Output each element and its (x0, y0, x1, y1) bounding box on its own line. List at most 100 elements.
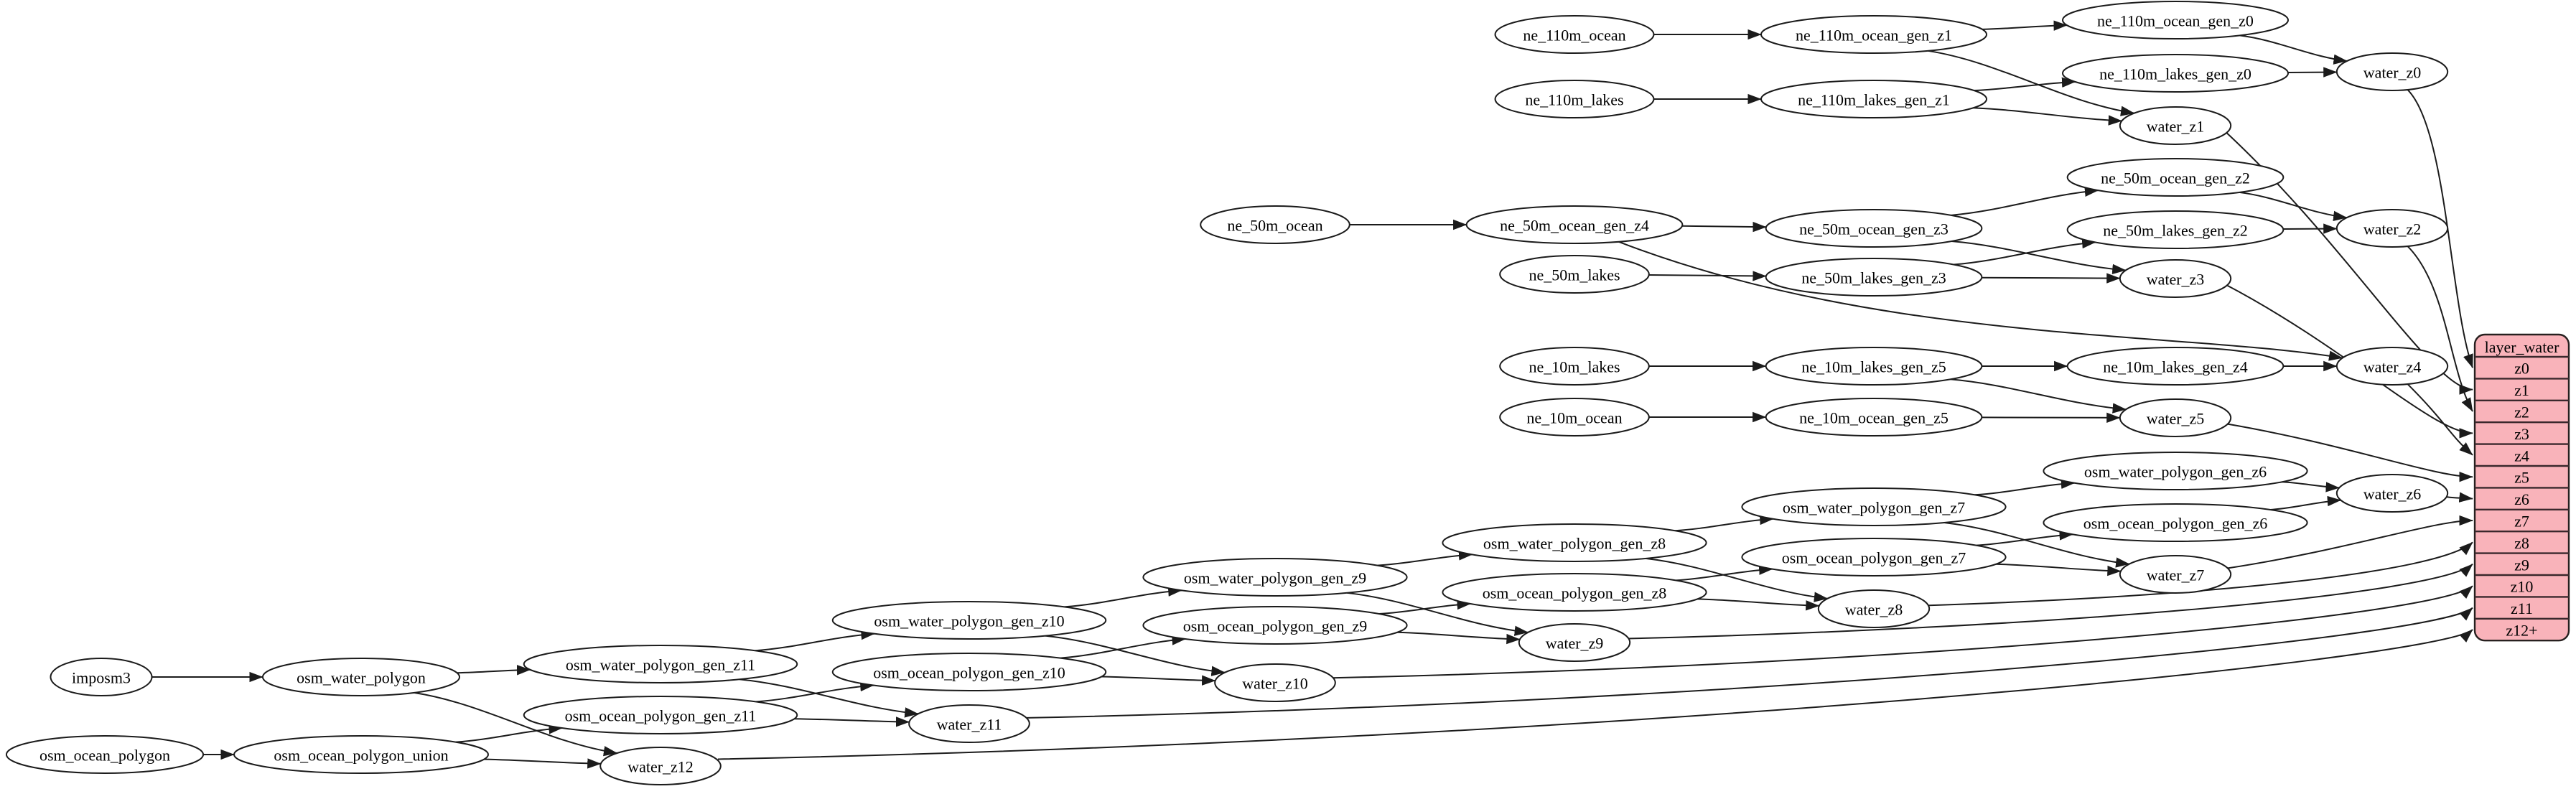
edge-ne_110m_lakes_gen_z1-to-water_z1 (1973, 107, 2122, 126)
edge-osm_ocean_polygon_gen_z11-to-osm_ocean_polygon_gen_z10 (756, 681, 874, 703)
node-water_z11 (908, 704, 1030, 743)
node-label-ne_50m_ocean_gen_z4: ne_50m_ocean_gen_z4 (1500, 217, 1649, 235)
node-ne_50m_lakes (1499, 255, 1650, 294)
node-ne_50m_lakes_gen_z3 (1765, 258, 1983, 297)
node-ne_50m_ocean_gen_z2 (2066, 158, 2285, 197)
node-ne_110m_ocean_gen_z0 (2062, 1, 2289, 39)
edge-osm_water_polygon_gen_z9-to-water_z9 (1346, 592, 1529, 636)
edge-ne_50m_ocean_gen_z3-to-water_z3 (1951, 241, 2127, 275)
node-osm_ocean_polygon_union (233, 735, 489, 774)
node-label-ne_10m_lakes_gen_z4: ne_10m_lakes_gen_z4 (2103, 358, 2248, 376)
edge-ne_50m_lakes-to-ne_50m_lakes_gen_z3 (1648, 271, 1767, 281)
edge-ne_110m_ocean_gen_z0-to-water_z0 (2239, 34, 2348, 65)
node-label-osm_ocean_polygon_gen_z7: osm_ocean_polygon_gen_z7 (1782, 549, 1966, 567)
node-osm_ocean_polygon_gen_z10 (831, 653, 1107, 691)
node-label-water_z5: water_z5 (2147, 410, 2205, 428)
node-osm_water_polygon_gen_z10 (831, 601, 1107, 640)
record-row-z10: z10 (2511, 578, 2534, 596)
edge-osm_ocean_polygon_gen_z10-to-water_z10 (1101, 675, 1216, 686)
node-label-osm_water_polygon: osm_water_polygon (297, 669, 426, 687)
node-osm_water_polygon_gen_z11 (523, 645, 798, 683)
node-water_z3 (2119, 259, 2232, 298)
node-osm_water_polygon_gen_z8 (1442, 523, 1707, 562)
edge-osm_ocean_polygon_gen_z10-to-osm_ocean_polygon_gen_z9 (1060, 635, 1186, 659)
edge-water_z6-to-layer_water-z6 (2446, 492, 2473, 503)
node-ne_110m_ocean_gen_z1 (1760, 15, 1987, 54)
record-row-z1: z1 (2514, 381, 2529, 399)
node-label-ne_110m_lakes_gen_z0: ne_110m_lakes_gen_z0 (2099, 65, 2251, 83)
node-osm_ocean_polygon_gen_z8 (1442, 573, 1707, 612)
node-osm_ocean_polygon (5, 735, 205, 774)
edge-ne_110m_ocean_gen_z1-to-water_z1 (1928, 50, 2135, 116)
node-label-osm_water_polygon_gen_z8: osm_water_polygon_gen_z8 (1483, 535, 1666, 553)
edge-osm_ocean_polygon_gen_z8-to-osm_ocean_polygon_gen_z7 (1676, 564, 1773, 582)
node-ne_10m_lakes_gen_z5 (1765, 347, 1983, 386)
node-water_z7 (2119, 555, 2232, 594)
edge-osm_water_polygon_gen_z8-to-water_z8 (1646, 557, 1829, 602)
edge-water_z5-to-layer_water-z5 (2225, 423, 2473, 482)
edge-water_z4-to-layer_water-z4 (2407, 383, 2473, 456)
record-row-z5: z5 (2514, 469, 2529, 487)
node-label-water_z8: water_z8 (1845, 601, 1903, 619)
node-label-water_z6: water_z6 (2363, 485, 2422, 503)
node-label-ne_50m_lakes_gen_z3: ne_50m_lakes_gen_z3 (1801, 269, 1946, 287)
edge-osm_water_polygon_gen_z7-to-osm_water_polygon_gen_z6 (1974, 478, 2076, 496)
node-water_z4 (2335, 347, 2449, 386)
node-label-osm_water_polygon_gen_z10: osm_water_polygon_gen_z10 (874, 612, 1064, 630)
edge-ne_50m_ocean_gen_z3-to-ne_50m_ocean_gen_z2 (1951, 186, 2099, 216)
record-row-z2: z2 (2514, 403, 2529, 421)
node-ne_50m_lakes_gen_z2 (2066, 210, 2285, 249)
node-water_z12 (599, 747, 722, 785)
edge-water_z7-to-layer_water-z7 (2225, 515, 2473, 569)
node-label-ne_110m_lakes_gen_z1: ne_110m_lakes_gen_z1 (1798, 91, 1950, 109)
node-water_z6 (2335, 474, 2449, 513)
node-label-osm_ocean_polygon_gen_z9: osm_ocean_polygon_gen_z9 (1183, 617, 1368, 635)
record-row-z11: z11 (2511, 599, 2533, 617)
node-label-ne_10m_lakes_gen_z5: ne_10m_lakes_gen_z5 (1801, 358, 1946, 376)
node-label-ne_50m_lakes: ne_50m_lakes (1529, 266, 1620, 284)
edge-osm_water_polygon-to-osm_water_polygon_gen_z11 (457, 665, 531, 676)
node-label-osm_ocean_polygon: osm_ocean_polygon (39, 747, 170, 765)
node-label-ne_50m_ocean: ne_50m_ocean (1227, 217, 1322, 235)
node-ne_10m_lakes_gen_z4 (2066, 347, 2285, 386)
record-row-z3: z3 (2514, 425, 2529, 443)
node-label-osm_water_polygon_gen_z6: osm_water_polygon_gen_z6 (2084, 463, 2267, 481)
edge-osm_water_polygon_gen_z11-to-water_z11 (739, 678, 919, 718)
edge-ne_50m_lakes_gen_z3-to-ne_50m_lakes_gen_z2 (1954, 238, 2096, 266)
node-label-ne_110m_lakes: ne_110m_lakes (1525, 91, 1623, 109)
node-label-osm_water_polygon_gen_z11: osm_water_polygon_gen_z11 (566, 656, 755, 674)
record-row-z9: z9 (2514, 556, 2529, 574)
record-row-z7: z7 (2514, 513, 2529, 531)
node-osm_water_polygon_gen_z6 (2043, 452, 2308, 490)
edge-water_z0-to-layer_water-z0 (2407, 89, 2473, 368)
node-osm_ocean_polygon_gen_z7 (1741, 538, 2007, 576)
edge-water_z11-to-layer_water-z11 (1026, 607, 2473, 719)
node-water_z8 (1817, 589, 1931, 628)
node-label-water_z10: water_z10 (1242, 675, 1308, 693)
edge-ne_110m_ocean_gen_z1-to-ne_110m_ocean_gen_z0 (1982, 20, 2068, 31)
edge-water_z9-to-layer_water-z9 (1627, 564, 2473, 640)
node-label-osm_water_polygon_gen_z9: osm_water_polygon_gen_z9 (1184, 569, 1366, 587)
node-label-ne_50m_ocean_gen_z2: ne_50m_ocean_gen_z2 (2101, 169, 2250, 187)
edge-osm_water_polygon-to-water_z12 (414, 691, 618, 757)
edge-osm_ocean_polygon_gen_z6-to-water_z6 (2270, 495, 2341, 511)
edge-osm_ocean_polygon_gen_z7-to-water_z7 (1996, 563, 2122, 576)
node-label-water_z3: water_z3 (2147, 271, 2205, 289)
record-title: layer_water (2485, 338, 2559, 356)
record-row-z8: z8 (2514, 534, 2529, 552)
node-label-water_z1: water_z1 (2147, 118, 2205, 136)
edge-osm_ocean_polygon_gen_z9-to-osm_ocean_polygon_gen_z8 (1378, 599, 1471, 615)
node-ne_110m_lakes_gen_z0 (2062, 54, 2289, 93)
edge-osm_water_polygon_gen_z6-to-water_z6 (2282, 481, 2340, 492)
node-label-osm_ocean_polygon_gen_z6: osm_ocean_polygon_gen_z6 (2083, 515, 2268, 533)
edge-water_z8-to-layer_water-z8 (1926, 541, 2473, 607)
node-label-ne_110m_ocean: ne_110m_ocean (1523, 27, 1625, 45)
node-water_z10 (1214, 663, 1336, 702)
edge-ne_50m_lakes_gen_z3-to-water_z3 (1982, 273, 2121, 284)
node-water_z1 (2119, 106, 2232, 145)
node-label-ne_110m_ocean_gen_z1: ne_110m_ocean_gen_z1 (1796, 27, 1952, 45)
node-label-water_z7: water_z7 (2147, 566, 2205, 584)
edge-osm_ocean_polygon_union-to-osm_ocean_polygon_gen_z11 (455, 724, 563, 743)
node-label-water_z4: water_z4 (2363, 358, 2422, 376)
